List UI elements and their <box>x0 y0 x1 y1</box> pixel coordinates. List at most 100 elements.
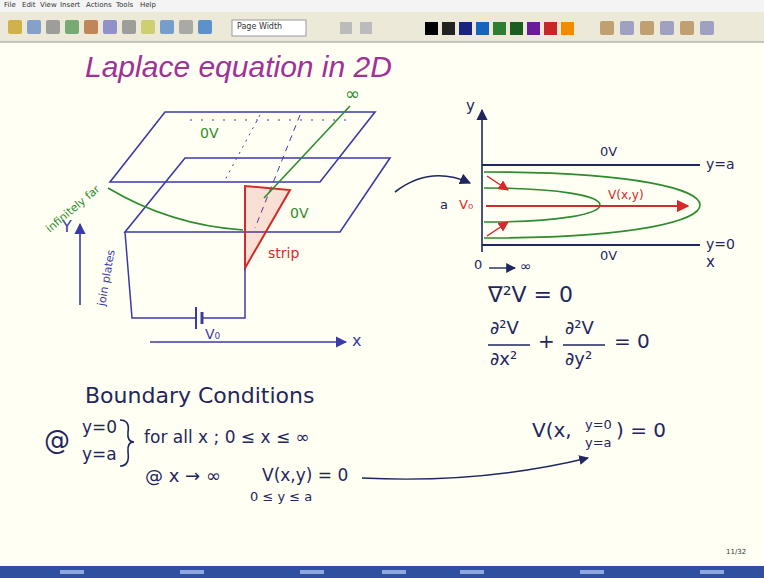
x-direction-arrow <box>489 267 515 268</box>
annotation: join plates <box>96 249 118 307</box>
status-tick <box>382 570 406 574</box>
toolbar-icon <box>8 20 22 34</box>
curly-brace <box>120 420 134 466</box>
menu-item: View <box>40 1 57 9</box>
equation-term: = 0 <box>614 330 650 353</box>
potential-label: 0V <box>600 145 617 160</box>
plate-line <box>482 244 700 246</box>
dotted-guide <box>225 115 260 180</box>
annotation: ∞ <box>345 84 360 105</box>
pen-color-swatch <box>544 22 557 35</box>
condition-term: V(x,y) = 0 <box>262 466 348 486</box>
equipotential-curve <box>484 172 700 238</box>
boundary-label: y=a <box>706 156 735 172</box>
pen-tool-icon <box>660 21 674 35</box>
axis-value: 0 <box>474 258 482 273</box>
equation-term: + <box>538 330 555 353</box>
potential-function: V(x,y) <box>608 189 644 203</box>
condition-term: y=a <box>585 436 612 451</box>
condition-term: y=a <box>82 445 117 465</box>
potential-label: 0V <box>290 205 308 221</box>
pen-color-swatch <box>442 22 455 35</box>
annotation: infinitely far <box>44 183 103 235</box>
menu-bar <box>0 0 764 12</box>
axis-label: x <box>706 254 715 271</box>
pen-tool-icon <box>620 21 634 35</box>
pen-color-swatch <box>476 22 489 35</box>
toolbar-icon <box>122 20 136 34</box>
menu-item: Actions <box>86 1 112 9</box>
condition-term: V(x, <box>532 419 572 442</box>
fraction-bar <box>488 344 530 346</box>
wire <box>125 232 196 318</box>
toolbar-icon <box>65 20 79 34</box>
condition-term: y=0 <box>82 418 117 438</box>
menu-item: Help <box>140 1 156 9</box>
toolbar-icon <box>84 20 98 34</box>
toolbar-icon <box>160 20 174 34</box>
dimension-label: a <box>440 198 448 213</box>
y-axis <box>481 110 483 252</box>
status-bar <box>0 566 764 578</box>
pen-color-swatch <box>459 22 472 35</box>
toolbar-icon <box>27 20 41 34</box>
status-tick <box>460 570 484 574</box>
equation-term: ∂²V <box>490 318 519 339</box>
part-label: strip <box>268 245 299 261</box>
boundary-label: y=0 <box>706 236 735 252</box>
toolbar-border <box>0 42 764 43</box>
slide-title: Laplace equation in 2D <box>85 50 392 85</box>
field-arrow <box>487 222 508 236</box>
status-tick <box>700 570 724 574</box>
toolbar-icon <box>179 20 193 34</box>
field-arrow <box>487 176 508 190</box>
condition-term: @ x → ∞ <box>145 466 221 487</box>
equipotential-curve <box>484 188 600 222</box>
pen-color-swatch <box>510 22 523 35</box>
section-heading: Boundary Conditions <box>85 383 314 408</box>
toolbar-icon <box>141 20 155 34</box>
axis-label: y <box>466 98 475 115</box>
axis-value: ∞ <box>520 258 532 274</box>
menu-item: File <box>4 1 16 9</box>
pen-tool-icon <box>700 21 714 35</box>
potential-label: 0V <box>200 125 218 141</box>
condition-term: y=0 <box>585 418 612 433</box>
far-edge-curve <box>108 188 243 230</box>
zoom-setting: Page Width <box>237 22 282 31</box>
condition-term: ) = 0 <box>616 419 666 442</box>
wire <box>202 268 245 318</box>
field-arrow <box>486 205 688 207</box>
far-edge-leader <box>264 106 350 198</box>
potential-label: 0V <box>600 249 617 264</box>
pen-color-swatch <box>561 22 574 35</box>
toolbar-icon <box>198 20 212 34</box>
equation: ∇²V = 0 <box>488 282 573 307</box>
battery-plate <box>195 307 197 329</box>
voltage-label: V₀ <box>459 198 473 213</box>
format-icon <box>360 22 372 34</box>
slide-number: 11/32 <box>726 548 746 556</box>
y-axis <box>79 224 81 305</box>
equation-term: ∂y² <box>565 349 592 370</box>
x-axis <box>150 341 346 343</box>
menu-item: Edit <box>22 1 36 9</box>
dotted-guide <box>190 120 350 121</box>
equation-term: ∂x² <box>490 349 517 370</box>
tool-bar <box>0 12 764 42</box>
pen-tool-icon <box>680 21 694 35</box>
pen-tool-icon <box>640 21 654 35</box>
status-tick <box>580 570 604 574</box>
menu-item: Tools <box>116 1 133 9</box>
equation-term: ∂²V <box>565 318 594 339</box>
condition-term: for all x ; 0 ≤ x ≤ ∞ <box>144 428 310 448</box>
status-tick <box>180 570 204 574</box>
menu-item: Insert <box>60 1 80 9</box>
pen-color-swatch <box>425 22 438 35</box>
pen-color-swatch <box>493 22 506 35</box>
toolbar-icon <box>103 20 117 34</box>
voltage-label: V₀ <box>205 326 220 342</box>
plate-line <box>482 164 700 166</box>
